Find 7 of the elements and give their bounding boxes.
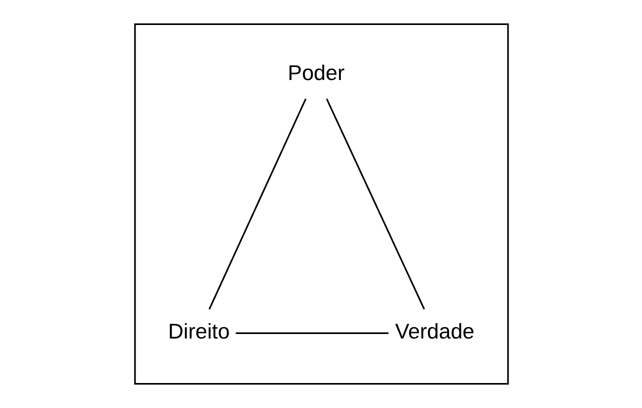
connector — [235, 332, 388, 334]
node-text: Poder — [287, 60, 344, 85]
node-text: Verdade — [394, 319, 474, 344]
cluster — [134, 23, 508, 385]
connector — [208, 98, 306, 310]
node-text: Direito — [168, 319, 230, 344]
connector — [325, 98, 424, 310]
